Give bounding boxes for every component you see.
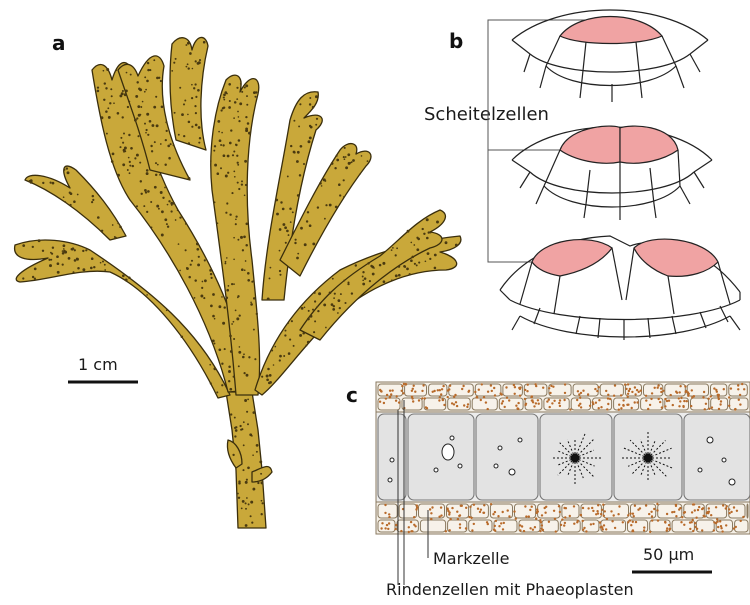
- apical-cell-1: [560, 17, 662, 44]
- cortex-cells-label: Rindenzellen mit Phaeoplasten: [386, 580, 634, 599]
- apical-cell-3a: [532, 240, 612, 276]
- panel-a-letter: a: [52, 31, 66, 55]
- panel-c-letter: c: [346, 383, 358, 407]
- panel-a-scale-label: 1 cm: [78, 355, 118, 374]
- panel-c: c: [346, 382, 750, 599]
- panel-b: b Scheitelzellen: [424, 10, 740, 340]
- apical-stage-2: [512, 126, 712, 220]
- apical-stage-1: [512, 10, 708, 102]
- apical-cell-3b: [634, 239, 718, 276]
- cortex-bottom-cells: [378, 504, 748, 532]
- medulla-cells: [378, 414, 750, 500]
- apical-cell-2b: [620, 126, 678, 163]
- panel-b-letter: b: [449, 29, 463, 53]
- medulla-cell-label: Markzelle: [433, 549, 509, 568]
- panel-c-scale-label: 50 µm: [643, 545, 694, 564]
- apical-stage-3: [500, 236, 740, 340]
- apical-cells-label: Scheitelzellen: [424, 104, 549, 125]
